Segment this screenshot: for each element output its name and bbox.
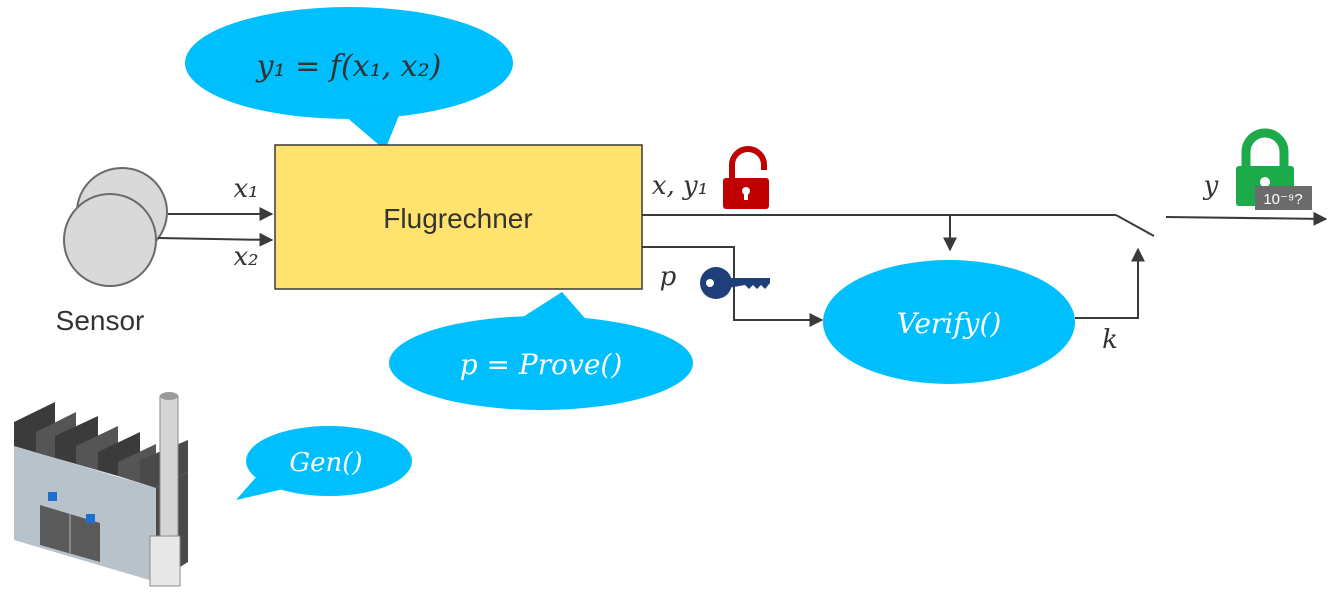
- verify-bubble: Verify(): [823, 260, 1075, 384]
- flight-computer-label: Flugrechner: [383, 203, 532, 234]
- gen-bubble: Gen(): [236, 426, 412, 500]
- gen-label: Gen(): [289, 448, 362, 478]
- function-bubble: y₁ = f(x₁, x₂): [185, 7, 513, 150]
- switch-lever: [1115, 214, 1155, 237]
- probability-text: 10⁻⁹?: [1263, 191, 1302, 208]
- factory-icon: [14, 392, 188, 587]
- final-output-arrow: [1165, 211, 1328, 226]
- key-icon: [700, 267, 770, 299]
- p-label: p: [660, 262, 677, 292]
- prove-formula: p = Prove(): [460, 348, 623, 381]
- k-label: k: [1102, 325, 1118, 355]
- y-label: y: [1203, 171, 1219, 201]
- sensor-label: Sensor: [56, 305, 145, 336]
- flight-computer-box: Flugrechner: [274, 144, 643, 290]
- probability-badge: 10⁻⁹?: [1255, 186, 1312, 210]
- function-formula: y₁ = f(x₁, x₂): [255, 49, 442, 84]
- x2-label: x₂: [233, 242, 258, 272]
- xy1-label: x, y₁: [652, 171, 708, 201]
- k-arrow: [1075, 247, 1145, 319]
- prove-bubble: p = Prove(): [389, 292, 693, 410]
- x1-label: x₁: [233, 174, 258, 204]
- verify-label: Verify(): [897, 307, 1002, 340]
- open-padlock-icon: [723, 146, 769, 209]
- sensor-icon: [63, 167, 168, 287]
- x2-arrow: [157, 232, 274, 247]
